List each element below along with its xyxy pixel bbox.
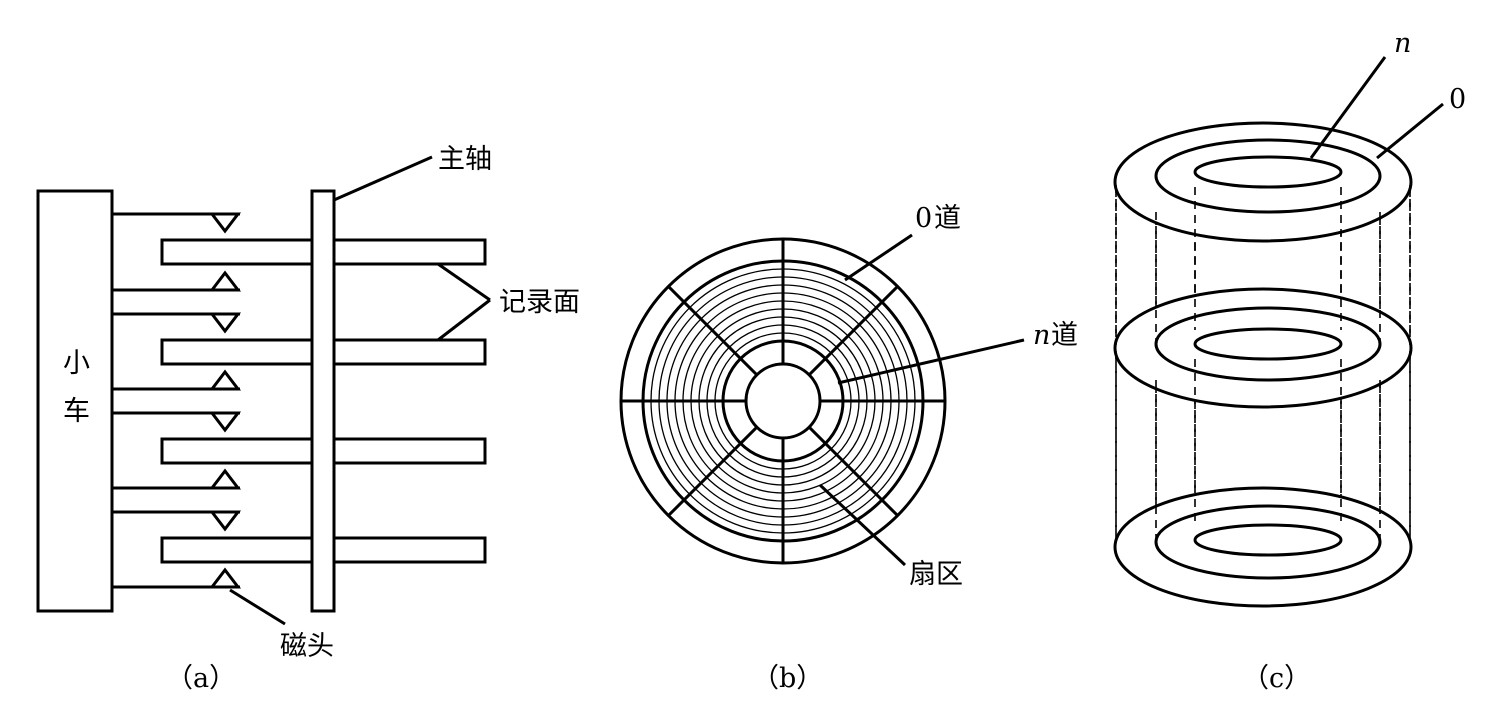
platter-outline [619, 237, 947, 565]
sector-divider [808, 426, 899, 517]
surface-label: 记录面 [499, 287, 580, 318]
head-icon [208, 270, 242, 292]
carriage-label-bottom: 车 [63, 396, 90, 427]
label-0-leader [1376, 102, 1444, 160]
panel-a: 小 车 [36, 144, 580, 694]
head-icon [208, 212, 242, 234]
sector-leader [818, 483, 907, 567]
sector-divider [808, 285, 899, 376]
panel-b: 0 道 n 道 扇区 （b） [619, 203, 1078, 694]
surface-leader-2 [437, 298, 491, 342]
track0-word: 道 [934, 203, 961, 234]
head-icon [208, 369, 242, 391]
sector-divider [667, 285, 758, 376]
cylinder-label-n: n [1394, 28, 1411, 59]
caption-b: （b） [752, 663, 823, 694]
head-arms [112, 212, 240, 589]
head-leader [229, 588, 286, 626]
cylinder-dashes-gap [1115, 185, 1411, 545]
head-label: 磁头 [280, 631, 334, 662]
platter-middle [1113, 287, 1413, 409]
spindle-leader [333, 155, 433, 202]
track0-number: 0 [915, 203, 932, 234]
trackn-leader [837, 338, 1025, 385]
head-icon [208, 510, 242, 532]
head-icon [208, 567, 242, 589]
caption-a: （a） [166, 663, 236, 694]
magnetic-heads [208, 212, 242, 589]
track0-leader [844, 233, 913, 282]
sector-label: 扇区 [909, 559, 963, 590]
spindle [310, 189, 336, 613]
head-icon [208, 411, 242, 433]
head-icon [208, 312, 242, 334]
caption-c: （c） [1242, 663, 1311, 694]
carriage-label-top: 小 [63, 348, 90, 379]
platter-top [1113, 121, 1413, 243]
trackn-variable: n [1033, 320, 1050, 351]
cylinder-label-0: 0 [1449, 84, 1466, 115]
carriage-box [36, 189, 114, 613]
platter-bottom [1113, 486, 1413, 608]
spindle-hole [744, 362, 822, 440]
head-icon [208, 468, 242, 490]
label-n-leader [1309, 56, 1387, 159]
spindle-label: 主轴 [438, 144, 492, 175]
surface-leader-1 [437, 262, 491, 302]
trackn-word: 道 [1051, 320, 1078, 351]
panel-c: n 0 （c） [1113, 28, 1466, 694]
sector-divider [667, 426, 758, 517]
